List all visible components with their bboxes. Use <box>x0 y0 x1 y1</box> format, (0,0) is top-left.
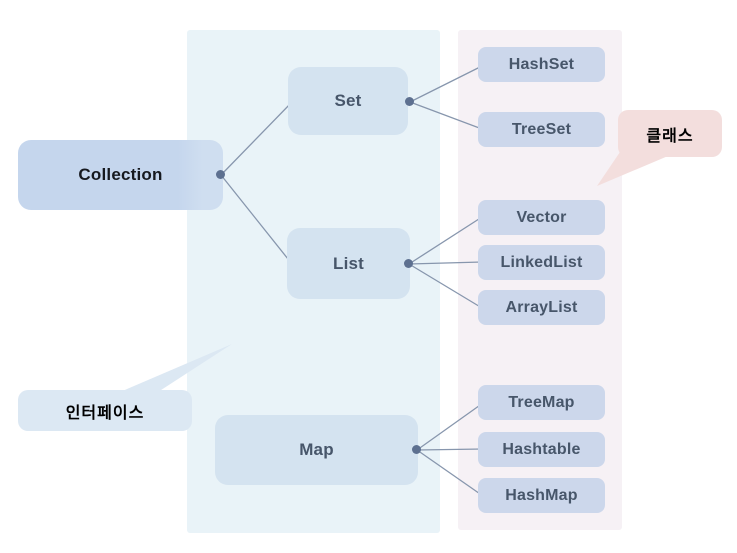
node-treeset: TreeSet <box>478 112 605 147</box>
node-arraylist-label: ArrayList <box>505 298 578 316</box>
interface-callout-bubble: 인터페이스 <box>18 390 192 431</box>
node-hashmap-label: HashMap <box>505 486 578 504</box>
node-map-label: Map <box>299 440 334 459</box>
class-callout-bubble: 클래스 <box>618 110 722 157</box>
node-set-label: Set <box>334 91 362 110</box>
node-hashset: HashSet <box>478 47 605 82</box>
branch-dot-collection <box>216 170 225 179</box>
node-treeset-label: TreeSet <box>511 120 572 138</box>
node-hashset-label: HashSet <box>508 55 575 73</box>
node-linkedlist-label: LinkedList <box>500 253 583 271</box>
node-vector-label: Vector <box>516 208 567 226</box>
branch-dot-set <box>405 97 414 106</box>
node-set: Set <box>288 67 408 135</box>
branch-dot-map <box>412 445 421 454</box>
branch-dot-list <box>404 259 413 268</box>
node-list: List <box>287 228 410 299</box>
node-list-label: List <box>332 253 365 273</box>
node-hashtable-label: Hashtable <box>502 440 581 458</box>
node-map: Map <box>215 415 418 485</box>
class-callout-label: 클래스 <box>646 127 694 145</box>
node-treemap-label: TreeMap <box>508 393 575 411</box>
node-collection: Collection <box>18 140 223 210</box>
interface-callout-label: 인터페이스 <box>65 404 145 422</box>
node-hashtable: Hashtable <box>478 432 605 467</box>
node-treemap: TreeMap <box>478 385 605 420</box>
node-vector: Vector <box>478 200 605 235</box>
node-collection-label: Collection <box>78 165 163 184</box>
node-hashmap: HashMap <box>478 478 605 513</box>
node-arraylist: ArrayList <box>478 290 605 325</box>
node-linkedlist: LinkedList <box>478 245 605 280</box>
